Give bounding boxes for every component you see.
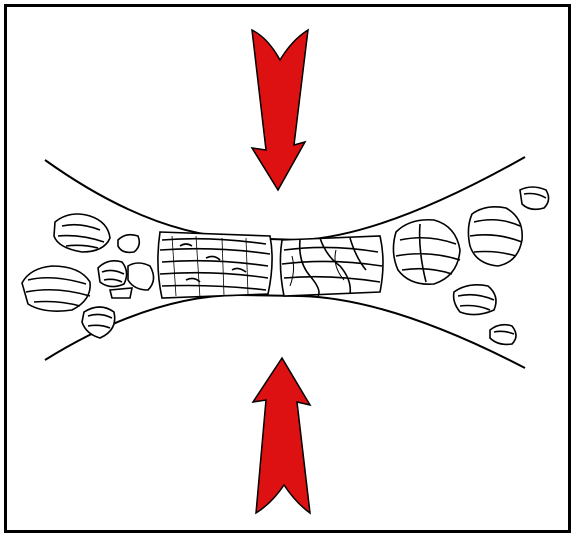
center-right-crushed-block <box>280 236 383 296</box>
rock-fragment-icon <box>490 325 516 345</box>
rock-fragment-icon <box>393 220 460 284</box>
rock-fragment-icon <box>82 307 115 338</box>
center-left-crushed-block <box>158 232 272 298</box>
rock-fragment-icon <box>520 187 549 209</box>
rock-fragment-icon <box>22 266 90 311</box>
rock-fragment-icon <box>468 207 522 266</box>
rock-fragment-icon <box>118 235 139 253</box>
bottom-compression-arrow-icon <box>253 358 310 513</box>
lower-surface-curve <box>45 295 525 368</box>
rock-fragment-icon <box>128 263 154 290</box>
left-rock-fragments <box>22 214 154 338</box>
top-compression-arrow-icon <box>252 30 308 190</box>
rock-fragment-icon <box>110 288 132 298</box>
